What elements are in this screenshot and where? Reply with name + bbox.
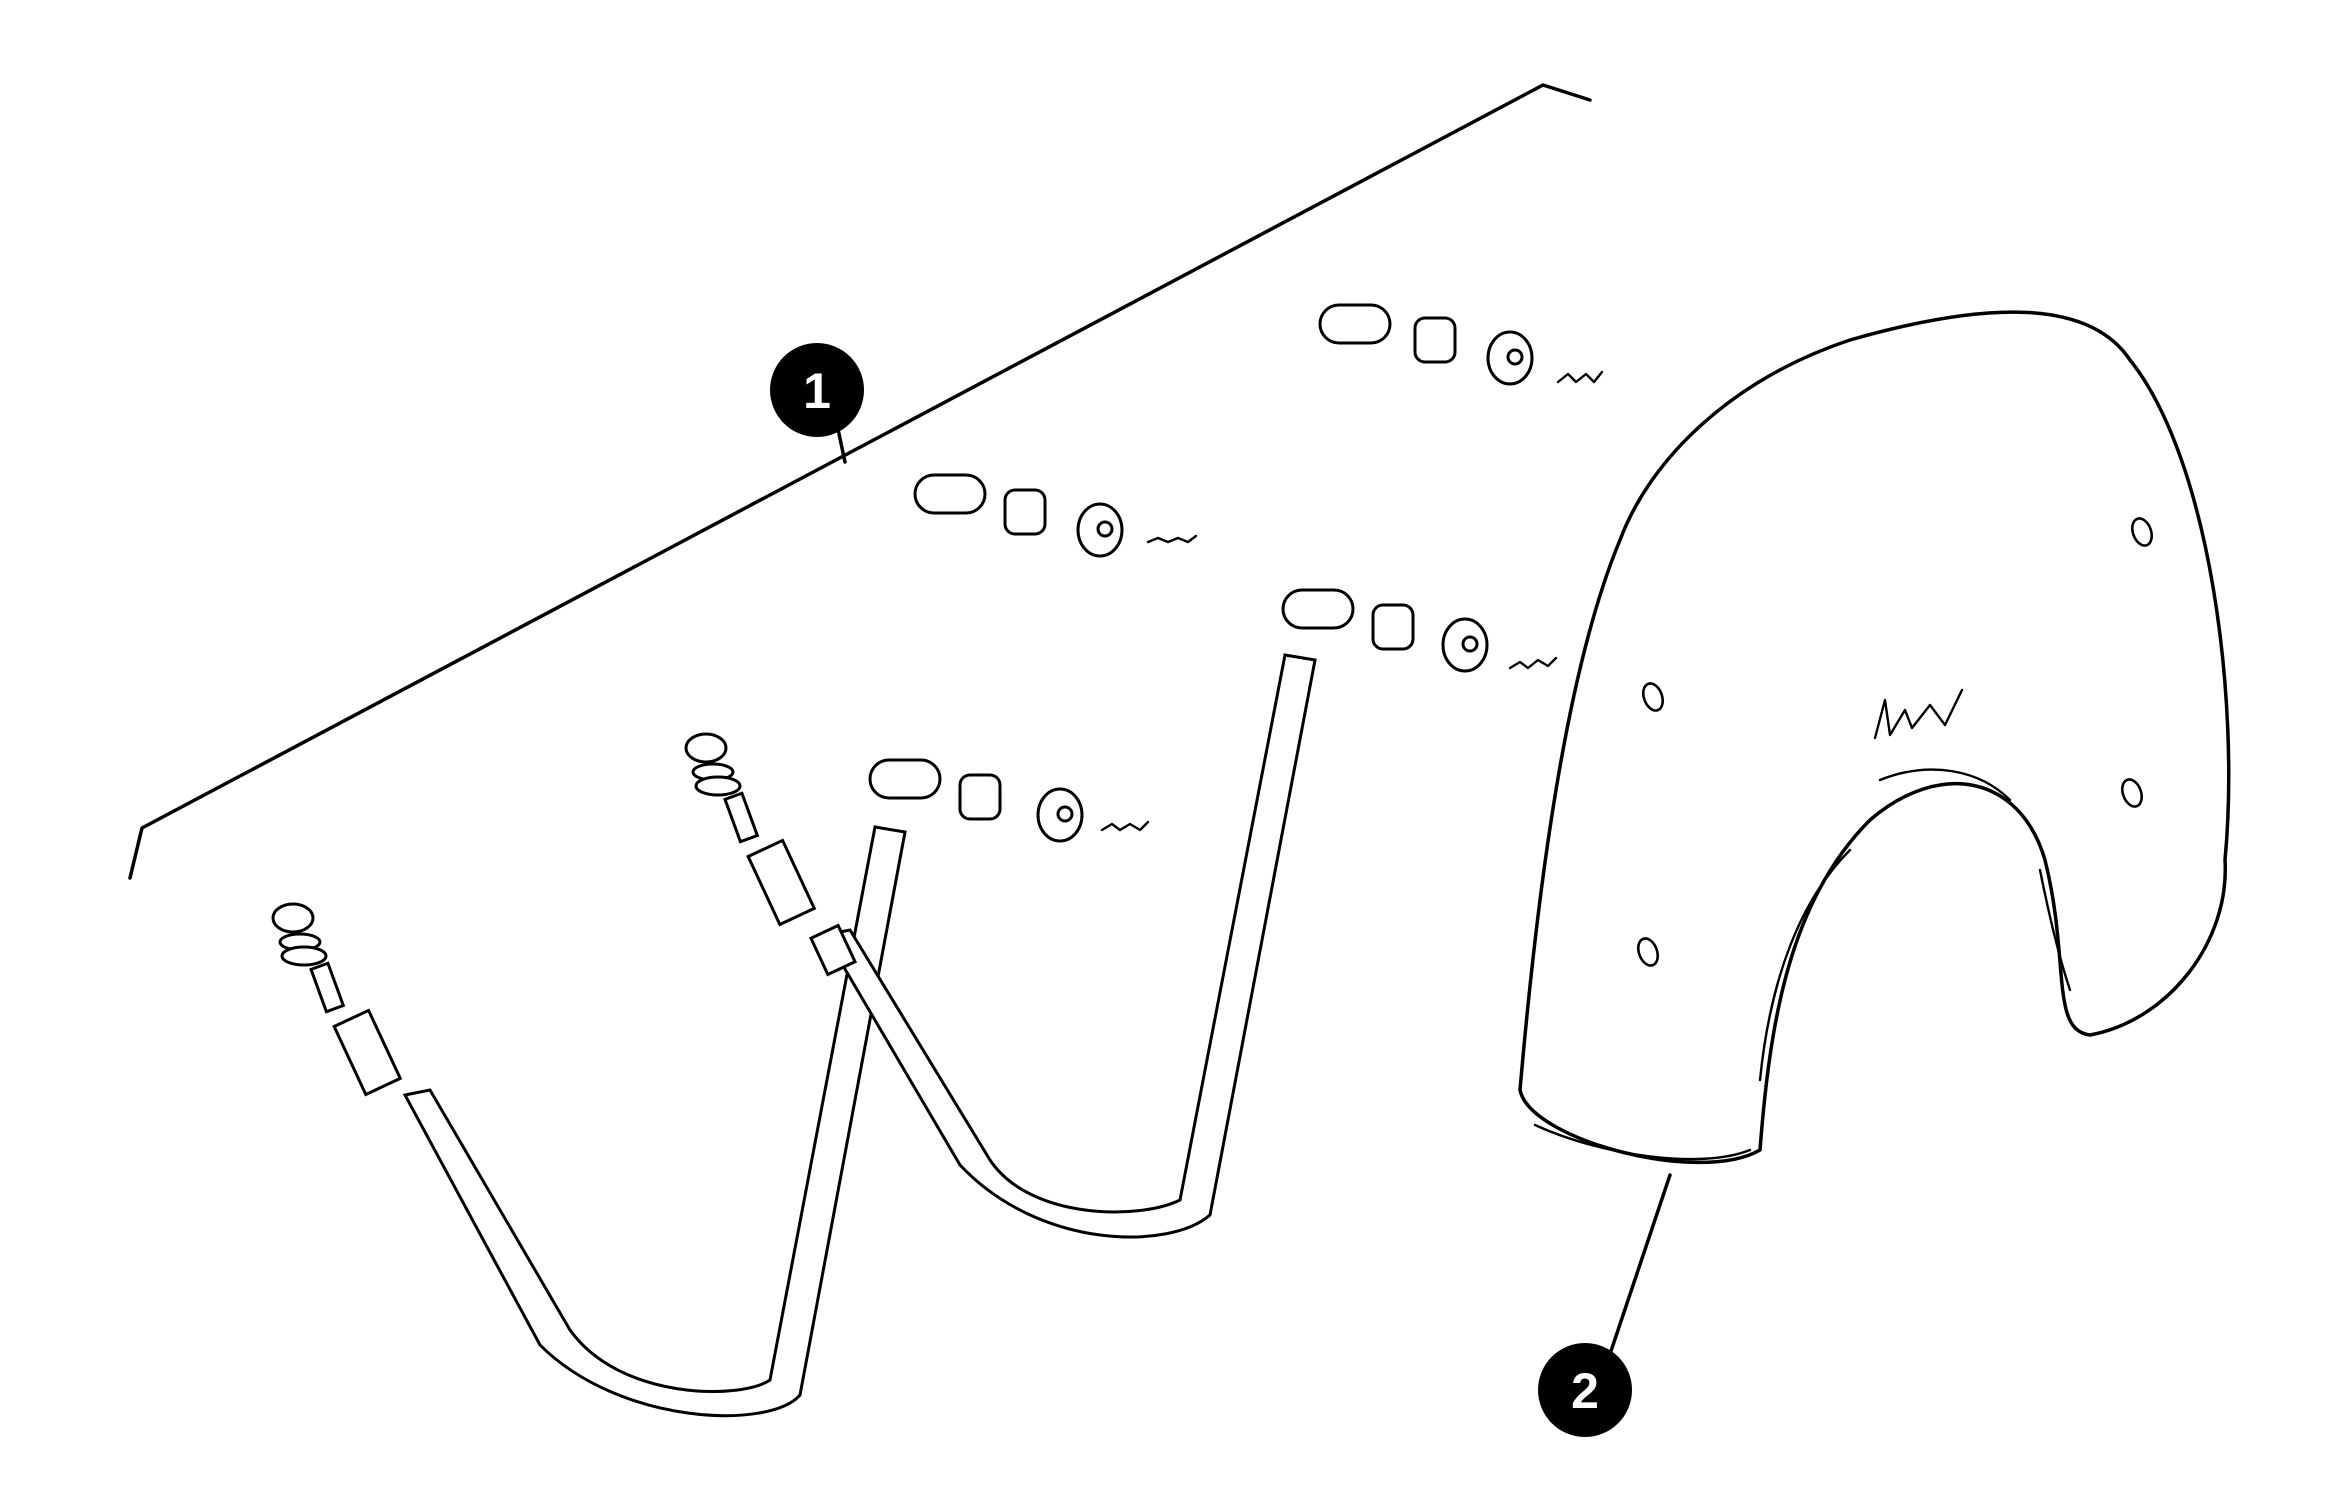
callout-1-label: 1 xyxy=(803,363,831,419)
callout-2-leader xyxy=(1606,1173,1672,1362)
hardware-stack-middle xyxy=(684,732,858,977)
hardware-stack-left xyxy=(271,902,403,1097)
windshield-panel xyxy=(1518,310,2231,1165)
clamp-set-top xyxy=(1318,303,1604,386)
windshield-logo-mark xyxy=(1873,688,1964,740)
callout-2-label: 2 xyxy=(1571,1363,1599,1419)
clamp-set-third xyxy=(1281,588,1558,673)
mounting-hole xyxy=(1641,682,1665,712)
mounting-hole xyxy=(2130,517,2154,547)
mounting-hole xyxy=(1636,937,1660,967)
callout-1-marker: 1 xyxy=(770,343,864,437)
clamp-set-second xyxy=(913,473,1198,558)
group-bracket-line xyxy=(128,83,1592,880)
support-rod-left xyxy=(402,825,907,1418)
callout-2-marker: 2 xyxy=(1538,1343,1632,1437)
clamp-set-fourth xyxy=(868,758,1150,843)
support-rod-middle xyxy=(822,653,1317,1239)
mounting-hole xyxy=(2120,778,2144,808)
